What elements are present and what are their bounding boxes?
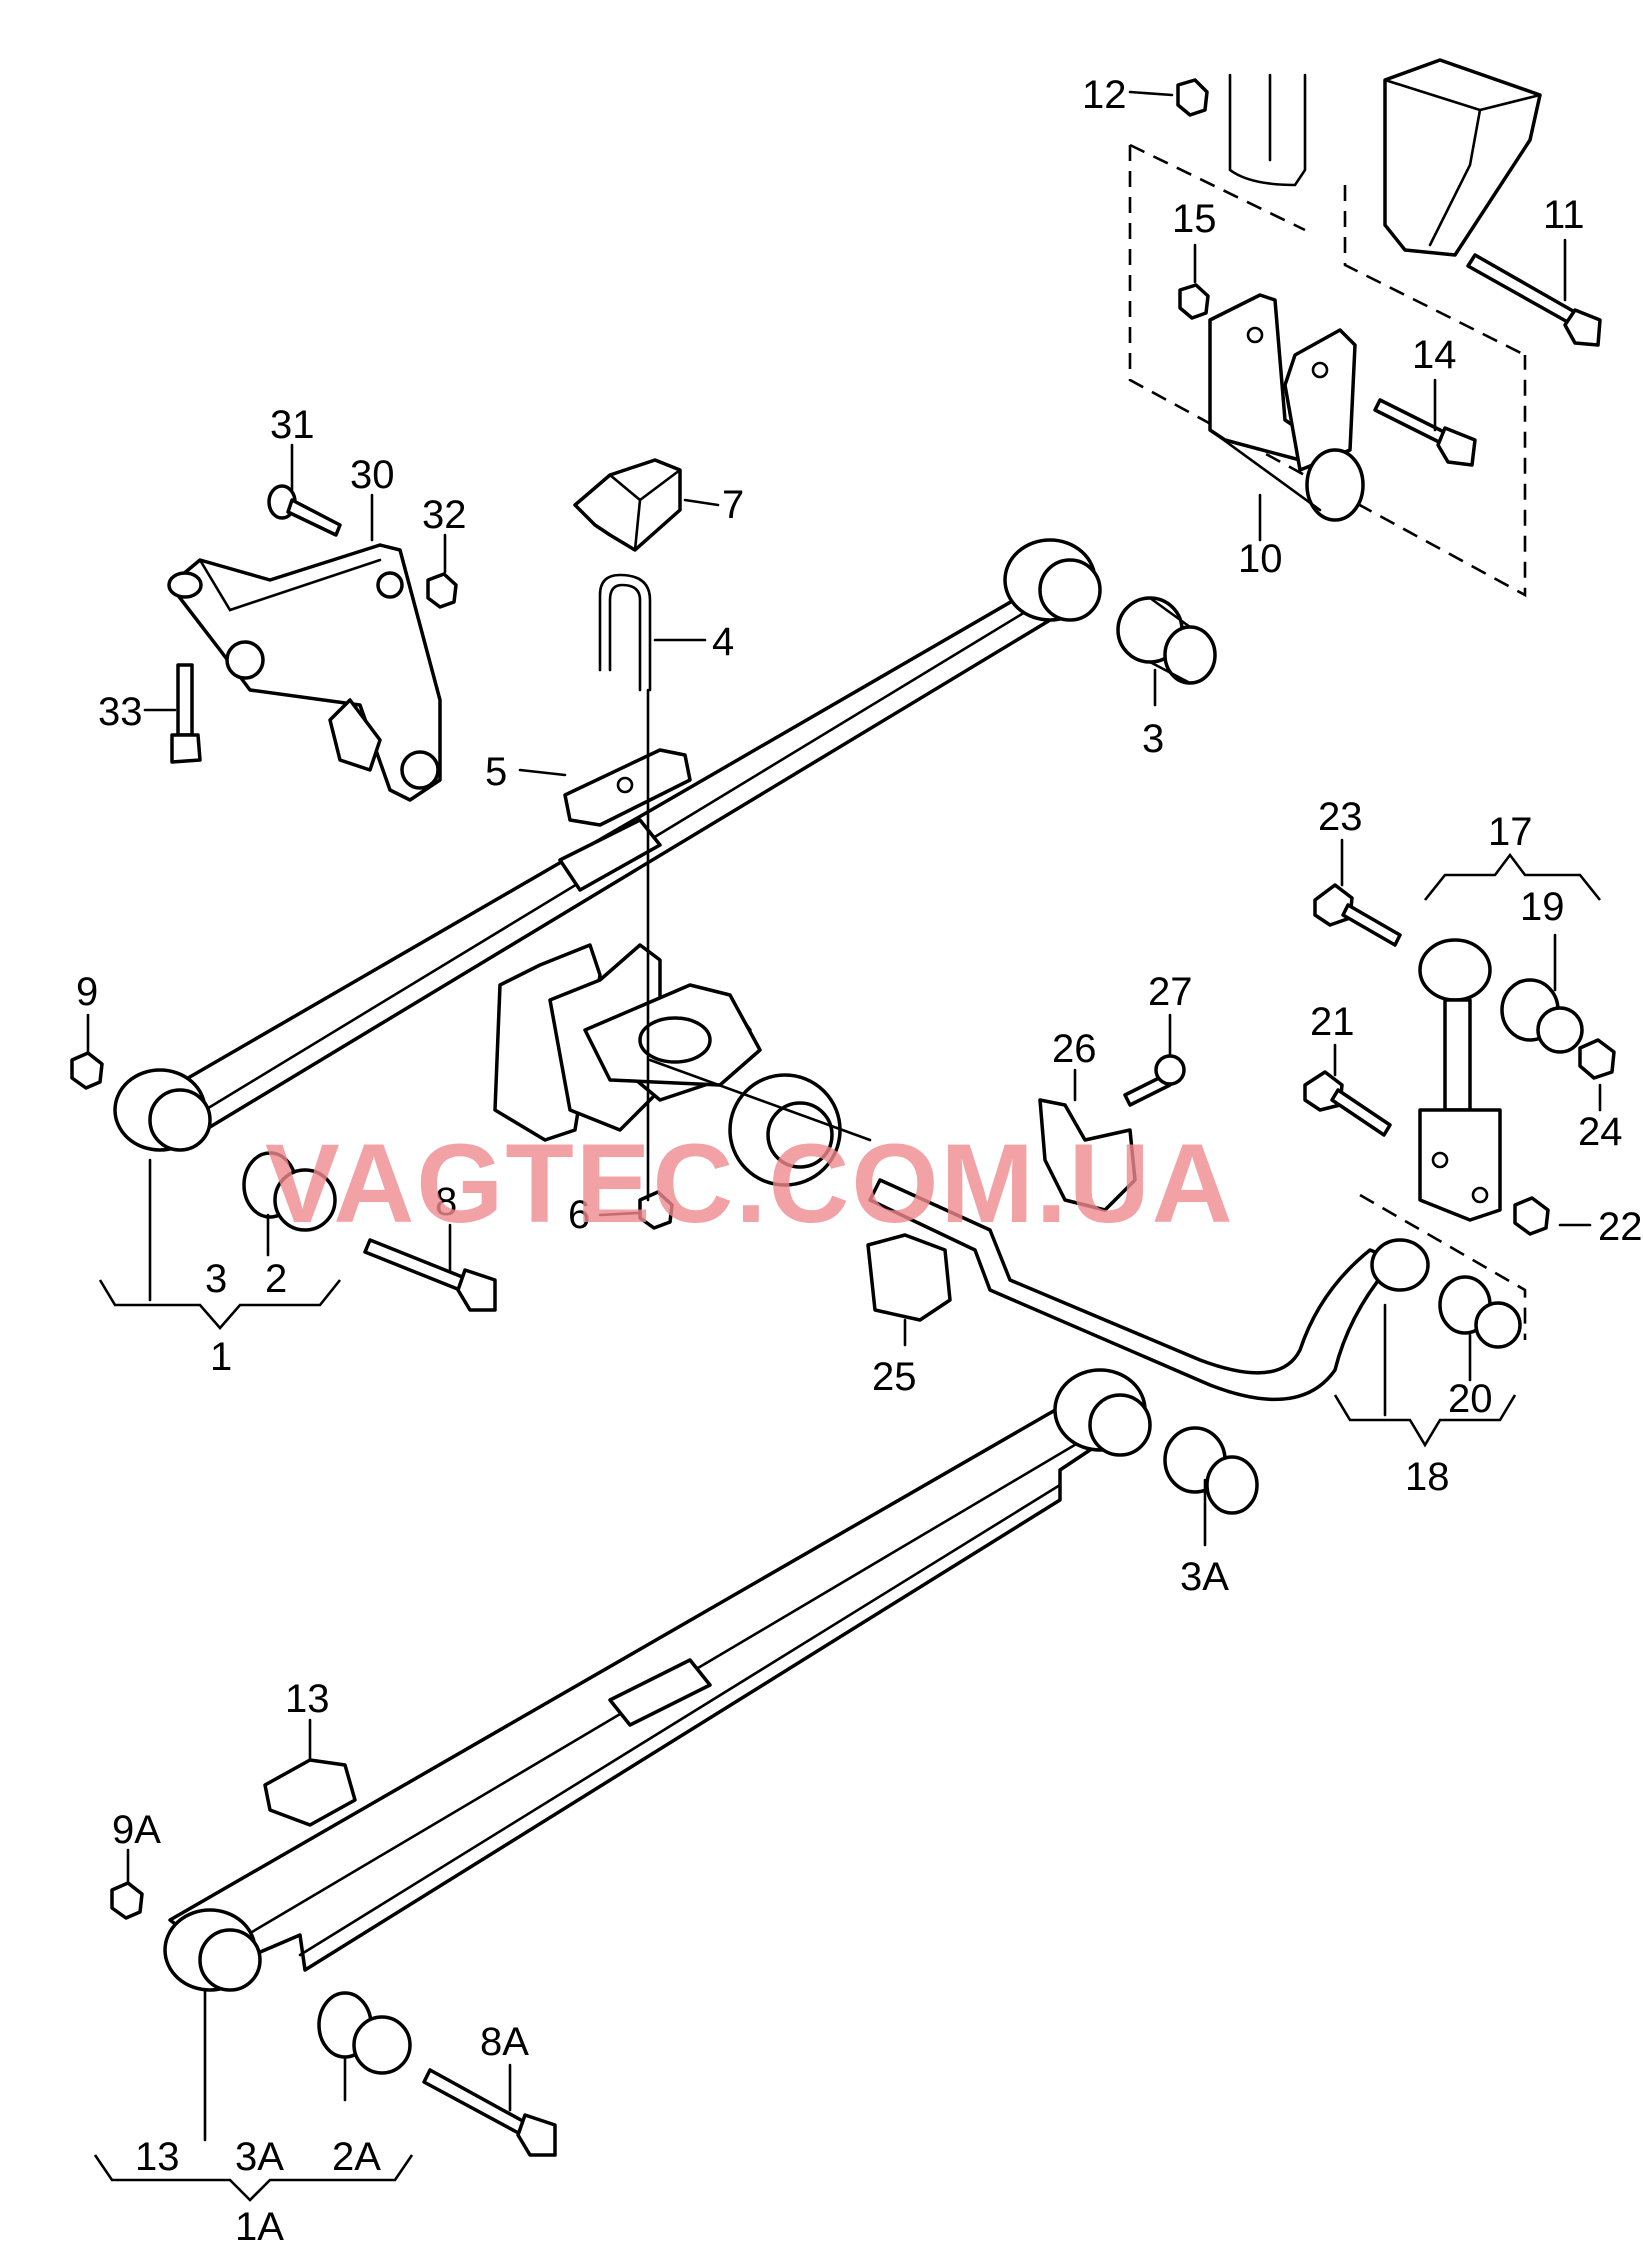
callout-21: 21 — [1310, 1000, 1355, 1044]
callout-8A: 8A — [480, 2020, 529, 2064]
bolt-14 — [1373, 398, 1477, 467]
front-hanger-bracket — [167, 543, 442, 802]
clamp-26 — [1038, 1098, 1137, 1212]
callout-9: 9 — [76, 970, 98, 1014]
callout-24: 24 — [1578, 1110, 1623, 1154]
callout-22: 22 — [1598, 1205, 1643, 1249]
stabilizer-bar — [868, 1178, 1430, 1402]
callout-12: 12 — [1082, 73, 1127, 117]
callout-labels: 12 15 11 14 10 31 30 32 33 7 4 5 3 23 17… — [76, 73, 1643, 2248]
callout-3A-upper: 3A — [1180, 1555, 1229, 1599]
callout-20: 20 — [1448, 1377, 1493, 1421]
bushing-25 — [866, 1233, 952, 1322]
callout-17: 17 — [1488, 810, 1533, 854]
bushing-20 — [1438, 1275, 1522, 1349]
nut-9 — [70, 1051, 104, 1090]
callout-5: 5 — [485, 750, 507, 794]
spring-shackle-bracket — [1208, 293, 1365, 522]
callout-25: 25 — [872, 1355, 917, 1399]
callout-1A-part-2A: 2A — [332, 2135, 381, 2179]
callout-1A-part-13: 13 — [135, 2135, 180, 2179]
callout-4: 4 — [712, 620, 734, 664]
callout-33: 33 — [98, 690, 143, 734]
nut-12 — [1176, 78, 1209, 117]
nut-24 — [1578, 1038, 1616, 1080]
callout-7: 7 — [722, 483, 744, 527]
spring-plate-5 — [563, 748, 692, 827]
bushing-2 — [242, 1151, 337, 1232]
callout-11: 11 — [1543, 193, 1585, 237]
callout-9A: 9A — [112, 1808, 161, 1852]
bushing-3-upper — [1116, 596, 1217, 685]
bolt-27 — [1123, 1054, 1186, 1107]
lower-leaf-spring — [163, 1368, 1152, 1992]
nut-22 — [1513, 1196, 1550, 1236]
callout-14: 14 — [1412, 333, 1457, 377]
body-frame-section — [1228, 58, 1542, 257]
callout-1-part-3: 3 — [205, 1257, 227, 1301]
bushing-3A-upper — [1163, 1426, 1259, 1515]
callout-26: 26 — [1052, 1027, 1097, 1071]
callout-23: 23 — [1318, 795, 1363, 839]
nut-15 — [1178, 283, 1210, 320]
callout-19: 19 — [1520, 885, 1565, 929]
bolt-21 — [1303, 1070, 1392, 1137]
callout-1A: 1A — [235, 2205, 284, 2248]
bolt-31 — [267, 484, 342, 537]
u-bolt-4 — [598, 573, 652, 692]
bolt-8 — [363, 1238, 497, 1312]
bolt-33 — [170, 663, 202, 764]
spacer-13 — [263, 1758, 357, 1827]
callout-32: 32 — [422, 493, 467, 537]
group-brackets — [93, 852, 1602, 2202]
callout-13-top: 13 — [285, 1677, 330, 1721]
axle-housing — [493, 943, 872, 1187]
upper-leaf-spring — [113, 538, 1102, 1152]
callout-31: 31 — [270, 403, 315, 447]
callout-18: 18 — [1405, 1455, 1450, 1499]
nut-32 — [426, 572, 458, 609]
callout-1: 1 — [210, 1335, 232, 1379]
callout-30: 30 — [350, 453, 395, 497]
bolt-11 — [1466, 253, 1602, 347]
watermark: VAGTEC.COM.UA — [265, 1121, 1235, 1246]
callout-10: 10 — [1238, 537, 1283, 581]
bolt-8A — [422, 2068, 557, 2157]
bushing-2A — [317, 1991, 412, 2075]
callout-1A-part-3A: 3A — [235, 2135, 284, 2179]
callout-15: 15 — [1172, 197, 1217, 241]
callout-3-upper: 3 — [1142, 717, 1164, 761]
leader-lines — [86, 90, 1602, 2142]
bushing-19 — [1500, 978, 1584, 1054]
callout-6: 6 — [568, 1193, 590, 1237]
nut-9A — [110, 1881, 144, 1920]
callout-1-part-2: 2 — [265, 1257, 287, 1301]
callout-27: 27 — [1148, 970, 1193, 1014]
bump-stop-7 — [573, 458, 682, 552]
link-17 — [1418, 938, 1502, 1222]
bolt-23 — [1313, 883, 1402, 947]
callout-8: 8 — [435, 1180, 457, 1224]
